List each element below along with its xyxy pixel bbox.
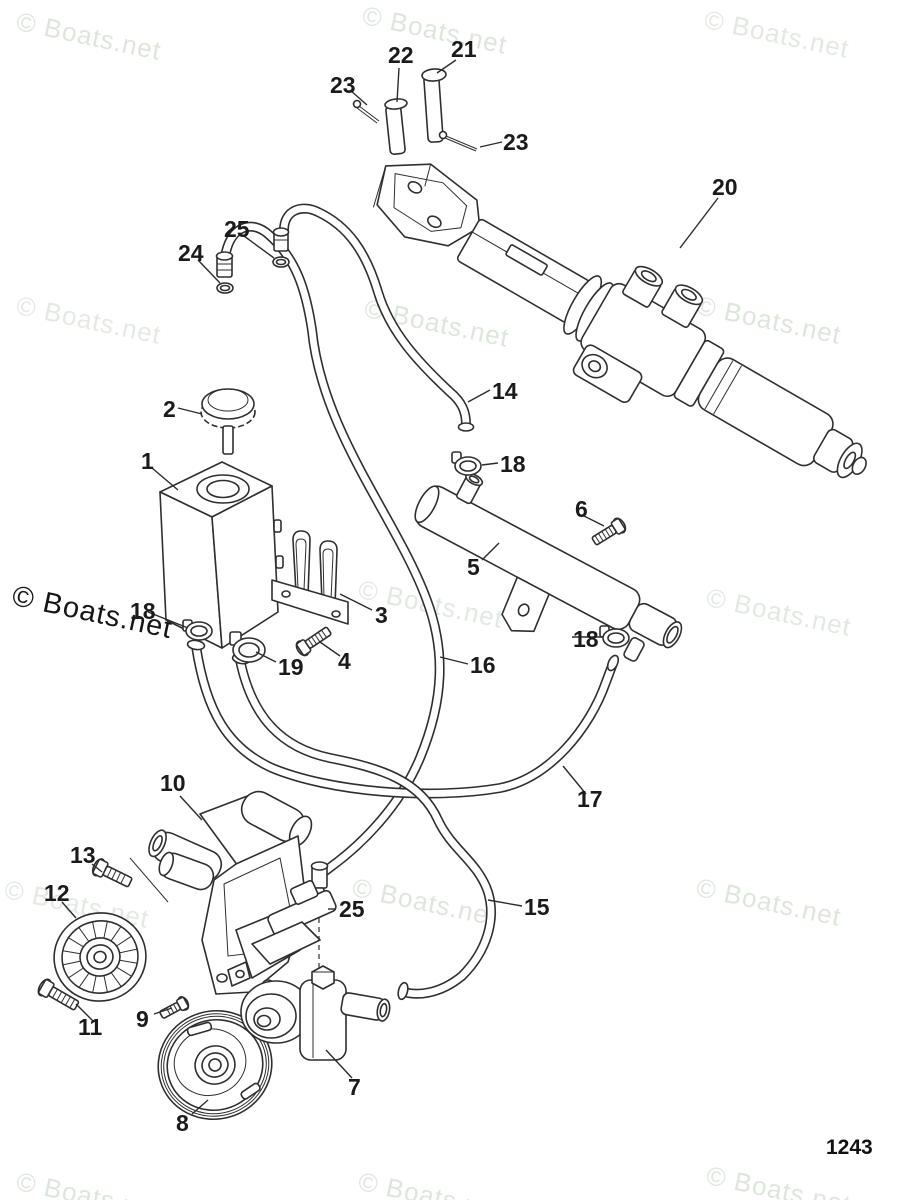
hose-14 xyxy=(279,203,475,432)
callout-16: 16 xyxy=(470,652,496,678)
mounting-bracket xyxy=(271,530,349,625)
callout-1: 1 xyxy=(141,448,154,474)
callout-12: 12 xyxy=(44,880,70,906)
callout-8: 8 xyxy=(176,1110,189,1136)
hose-fitting-24 xyxy=(215,251,234,294)
hose-17 xyxy=(186,639,620,799)
callout-19: 19 xyxy=(278,654,304,680)
clevis-pin-21 xyxy=(421,68,447,143)
idler-pulley xyxy=(53,912,147,1002)
hose-clamp-18a xyxy=(451,451,482,476)
cotter-pin-23-right xyxy=(438,130,478,152)
callout-13: 13 xyxy=(70,842,96,868)
callout-5: 5 xyxy=(467,554,480,580)
callout-9: 9 xyxy=(136,1006,149,1032)
callout-14: 14 xyxy=(492,378,518,404)
screw-4 xyxy=(295,626,332,657)
cotter-pin-23-left xyxy=(352,99,380,124)
hose-clamp-19 xyxy=(229,631,266,663)
callout-2: 2 xyxy=(163,396,176,422)
hose-16 xyxy=(221,221,445,877)
callout-15: 15 xyxy=(524,894,550,920)
clevis-pin-22 xyxy=(384,98,408,156)
callout-4: 4 xyxy=(338,648,351,674)
callout-11: 11 xyxy=(78,1014,103,1040)
cooler-tube xyxy=(414,472,683,662)
pump-pulley xyxy=(157,1009,273,1121)
screw-9 xyxy=(159,996,190,1019)
callout-17: 17 xyxy=(577,786,603,812)
callout-23-right: 23 xyxy=(503,129,529,155)
callout-18b: 18 xyxy=(130,598,156,624)
screw-6 xyxy=(591,517,627,546)
reservoir xyxy=(159,461,284,649)
callout-18a: 18 xyxy=(500,451,526,477)
bolt-13 xyxy=(91,858,133,888)
callout-23-left: 23 xyxy=(330,72,356,98)
callout-24: 24 xyxy=(178,240,204,266)
reservoir-cap xyxy=(200,388,256,455)
callout-21: 21 xyxy=(451,36,477,62)
callout-25-bottom: 25 xyxy=(339,896,365,922)
power-steering-pump xyxy=(227,879,391,1061)
bolt-11 xyxy=(37,978,80,1011)
callout-leaders xyxy=(61,59,719,1115)
callout-10: 10 xyxy=(160,770,186,796)
page-number: 1243 xyxy=(826,1136,873,1159)
callout-25-top: 25 xyxy=(224,216,250,242)
steering-actuator xyxy=(372,163,867,479)
callout-6: 6 xyxy=(575,496,588,522)
callout-22: 22 xyxy=(388,42,414,68)
pump-bracket xyxy=(129,790,313,995)
callout-18c: 18 xyxy=(573,626,599,652)
callout-7: 7 xyxy=(348,1074,361,1100)
callout-20: 20 xyxy=(712,174,738,200)
hose-clamp-18c xyxy=(599,625,630,648)
callout-3: 3 xyxy=(375,602,388,628)
hose-fitting-25-top xyxy=(272,227,290,268)
